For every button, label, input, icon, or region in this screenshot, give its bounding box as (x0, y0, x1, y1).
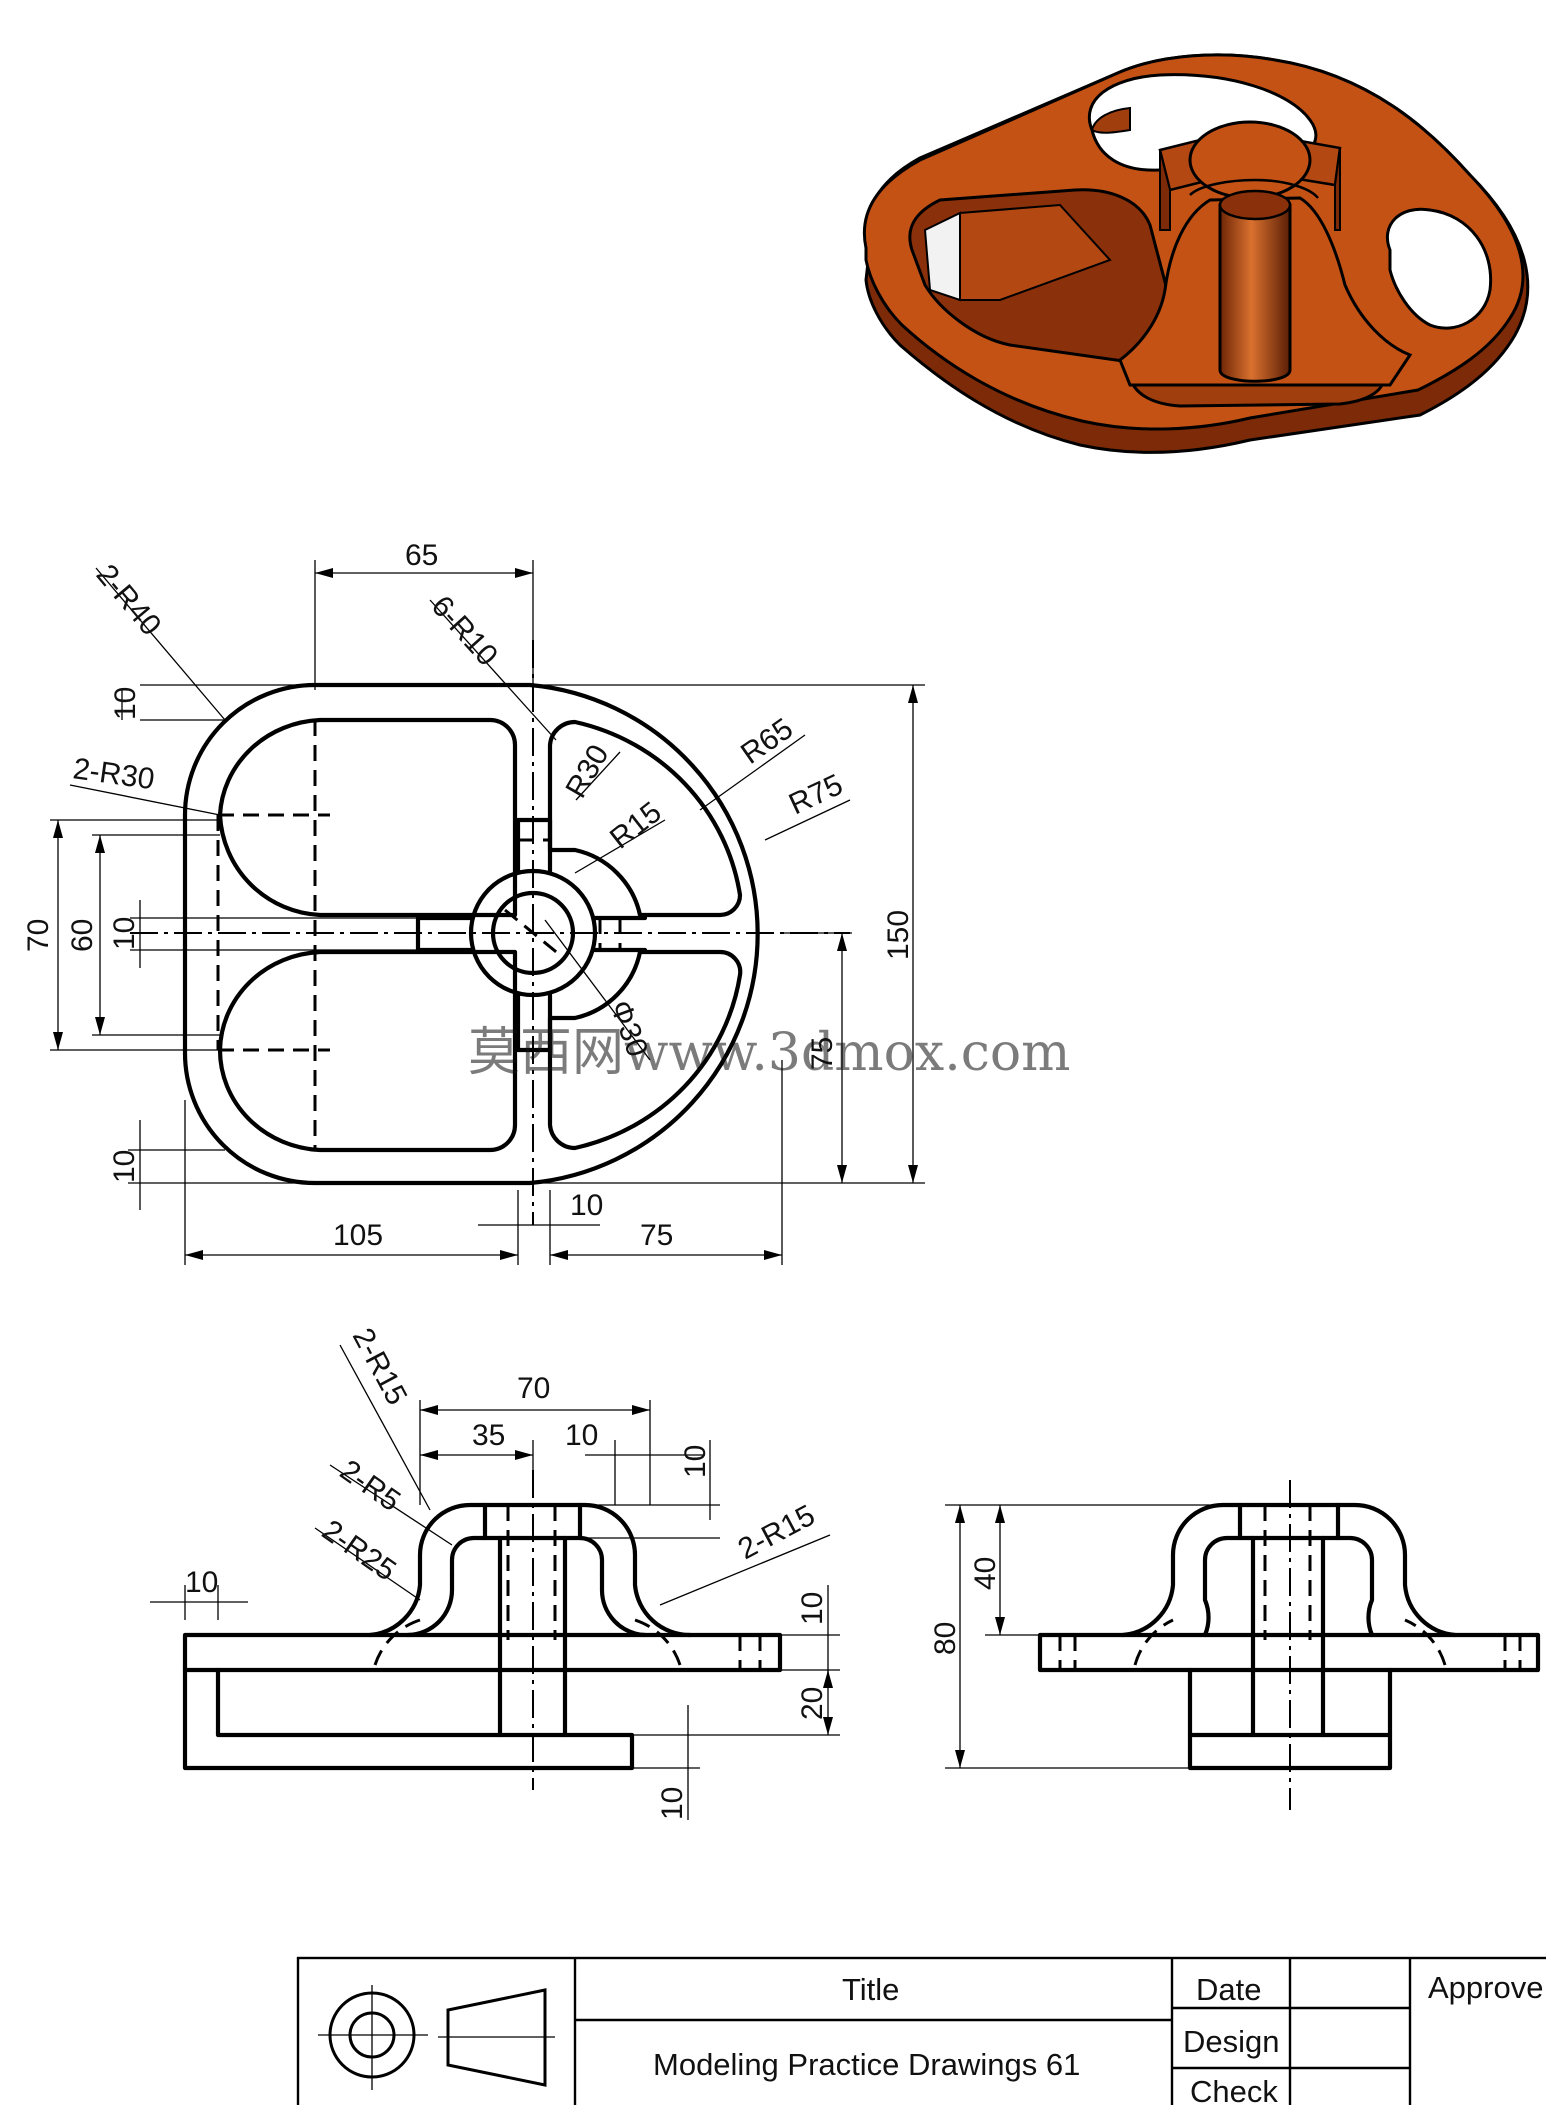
dim-40: 40 (969, 1557, 1002, 1590)
design-label: Design (1183, 2024, 1280, 2059)
dim-60: 60 (66, 919, 99, 952)
dim-80: 80 (929, 1622, 962, 1655)
dim-70-front: 70 (517, 1372, 550, 1405)
dim-10-b: 10 (679, 1445, 712, 1478)
dim-75-right: 75 (806, 1037, 839, 1070)
front-view: 70 35 10 10 2-R15 2-R5 2-R25 2-R15 10 10… (150, 1323, 840, 1820)
dim-150: 150 (882, 910, 915, 960)
top-view: 65 2-R40 6-R10 2-R30 R30 R15 R65 R75 Φ30… (22, 539, 925, 1265)
title-block: Title Modeling Practice Drawings 61 Date… (296, 1956, 1546, 2105)
dim-10-left: 10 (185, 1566, 218, 1599)
label-6-r10: 6-R10 (425, 590, 504, 673)
dim-10-right: 10 (796, 1592, 829, 1625)
projection-symbol-icon (318, 1985, 555, 2090)
label-2-r30: 2-R30 (71, 752, 157, 796)
side-view: 80 40 (929, 1480, 1541, 1810)
dim-65: 65 (405, 539, 438, 572)
dim-10-center: 10 (570, 1189, 603, 1222)
label-2-r25: 2-R25 (316, 1514, 402, 1588)
label-2-r15-a: 2-R15 (346, 1323, 414, 1411)
dim-105: 105 (333, 1219, 383, 1252)
watermark-text: 莫西网www.3dmox.com (468, 1023, 1070, 1083)
dim-35: 35 (472, 1419, 505, 1452)
label-r30: R30 (559, 739, 615, 803)
dim-20: 20 (796, 1687, 829, 1720)
dim-10-bot: 10 (108, 1150, 141, 1183)
approve-label: Approve (1428, 1970, 1543, 2005)
dim-70: 70 (22, 919, 55, 952)
dim-10-a: 10 (565, 1419, 598, 1452)
dim-10-bottom: 10 (656, 1787, 689, 1820)
date-label: Date (1196, 1972, 1261, 2007)
isometric-model-render (863, 53, 1530, 454)
label-2-r15-b: 2-R15 (733, 1499, 821, 1567)
dim-10-mid: 10 (108, 917, 141, 950)
label-r75: R75 (784, 768, 848, 821)
dim-10-top: 10 (109, 687, 142, 720)
dim-75-bottom: 75 (640, 1219, 673, 1252)
label-r15: R15 (604, 796, 668, 856)
label-2-r40: 2-R40 (90, 558, 168, 642)
title-value: Modeling Practice Drawings 61 (653, 2047, 1080, 2082)
check-label: Check (1190, 2074, 1278, 2105)
title-header: Title (842, 1972, 899, 2007)
